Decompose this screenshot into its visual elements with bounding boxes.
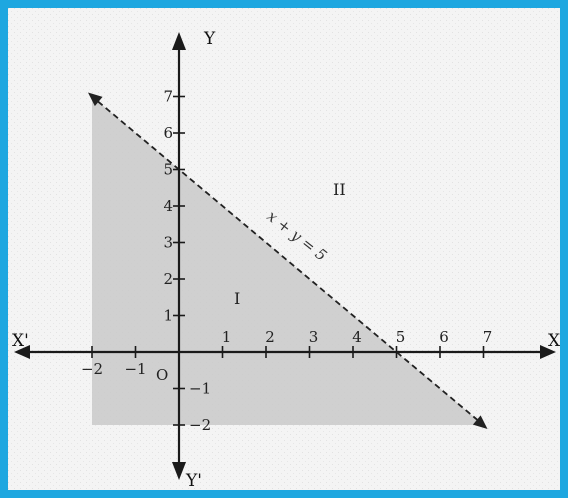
x-tick-label: 2	[265, 328, 275, 346]
x-tick-label: 5	[396, 328, 406, 346]
x-axis-label: X	[548, 331, 560, 351]
x-axis-negative-label: X'	[12, 331, 29, 351]
x-tick-label: −2	[81, 360, 103, 378]
y-tick-label: 4	[163, 197, 173, 215]
region-i-label: I	[234, 289, 240, 308]
y-tick-label: 1	[163, 307, 173, 325]
y-axis-arrow-down	[172, 462, 186, 480]
y-axis-negative-label: Y'	[185, 471, 202, 490]
y-axis-label: Y	[203, 29, 216, 49]
y-tick-label: 5	[163, 161, 173, 179]
origin-label: O	[156, 366, 168, 384]
x-tick-label: −1	[124, 360, 146, 378]
y-axis-arrow-up	[172, 32, 186, 50]
boundary-line-arrow-start	[88, 92, 103, 107]
x-axis-arrow-left	[14, 345, 30, 359]
x-tick-label: 6	[439, 328, 449, 346]
coordinate-plane: −2 −1 1 2 3 4 5 6 7 7 6 5 4 3 2 1 −1 −2 Y Y' X' X O I II…	[8, 8, 560, 490]
y-ticks: 7 6 5 4 3 2 1 −1 −2	[163, 88, 211, 435]
y-tick-label: −2	[189, 416, 211, 434]
y-tick-label: 2	[163, 270, 173, 288]
x-ticks: −2 −1 1 2 3 4 5 6 7	[81, 328, 492, 378]
y-tick-label: 3	[163, 234, 173, 252]
x-tick-label: 7	[483, 328, 493, 346]
x-axis-arrow-right	[540, 345, 556, 359]
y-tick-label: 6	[163, 124, 173, 142]
x-tick-label: 1	[222, 328, 232, 346]
y-tick-label: 7	[163, 88, 173, 106]
x-tick-label: 4	[352, 328, 362, 346]
x-tick-label: 3	[309, 328, 319, 346]
y-tick-label: −1	[189, 380, 211, 398]
boundary-line-arrow-end	[472, 415, 488, 429]
region-ii-label: II	[333, 180, 346, 199]
boundary-line	[97, 100, 479, 421]
